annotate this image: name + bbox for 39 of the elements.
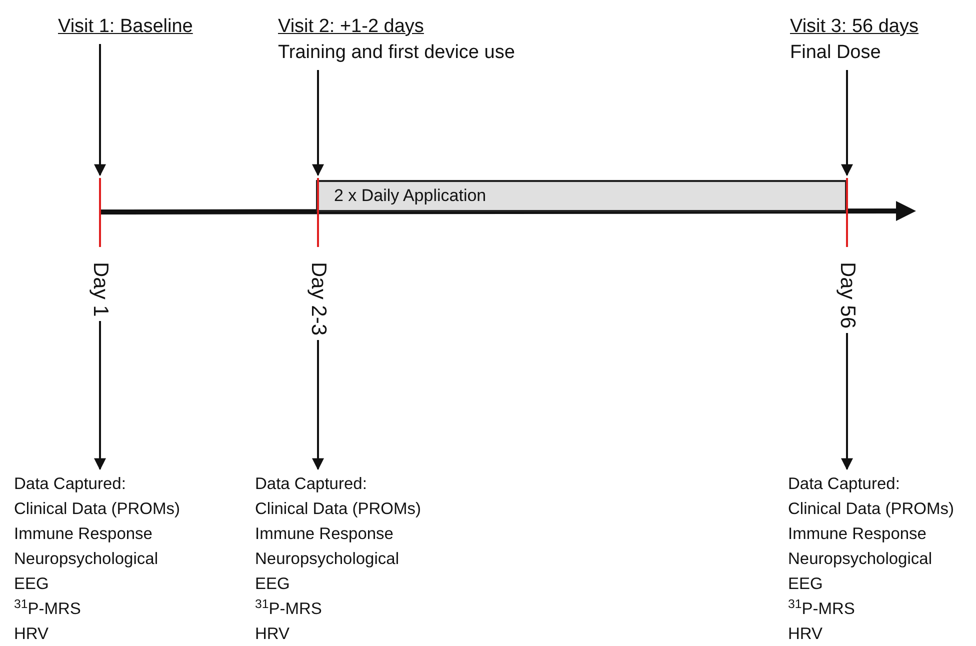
list-item: EEG: [255, 574, 291, 595]
list-item: Neuropsychological: [788, 549, 933, 570]
arrow: [312, 70, 324, 176]
list-item: HRV: [788, 624, 824, 645]
tick-mark: [99, 178, 101, 247]
list-item: HRV: [255, 624, 291, 645]
arrow: [312, 340, 324, 470]
day-label: Day 56: [835, 262, 859, 329]
list-item: Immune Response: [255, 524, 394, 545]
list-heading: Data Captured:: [14, 474, 127, 495]
list-item: HRV: [14, 624, 50, 645]
list-item: $^{31}$P-MRS: [14, 597, 82, 620]
tick-mark: [317, 178, 319, 247]
list-heading: Data Captured:: [255, 474, 368, 495]
tick-mark: [846, 178, 848, 247]
visit-title: Visit 1: Baseline: [58, 15, 193, 39]
list-item: EEG: [14, 574, 50, 595]
list-item: Clinical Data (PROMs): [14, 499, 180, 520]
list-item: Clinical Data (PROMs): [788, 499, 954, 520]
list-item: Immune Response: [788, 524, 928, 545]
visit-title: Visit 2: +1-2 days: [278, 15, 425, 39]
visit-title: Visit 3: 56 days: [790, 15, 919, 39]
list-item: EEG: [788, 574, 824, 595]
arrow: [94, 44, 106, 176]
visit-subtitle: Final Dose: [790, 41, 882, 65]
day-label: Day 2-3: [306, 262, 330, 336]
list-item: Immune Response: [14, 524, 154, 545]
list-item: Neuropsychological: [255, 549, 400, 570]
application-period-bar: 2 x Daily Application: [316, 180, 847, 212]
list-item: $^{31}$P-MRS: [255, 597, 323, 620]
day-label: Day 1: [88, 262, 112, 317]
arrow: [841, 70, 853, 176]
arrow: [94, 321, 106, 470]
visit-subtitle: Training and first device use: [278, 41, 515, 65]
list-heading: Data Captured:: [788, 474, 901, 495]
list-item: $^{31}$P-MRS: [788, 597, 856, 620]
list-item: Clinical Data (PROMs): [255, 499, 421, 520]
list-item: Neuropsychological: [14, 549, 159, 570]
arrow: [841, 333, 853, 470]
